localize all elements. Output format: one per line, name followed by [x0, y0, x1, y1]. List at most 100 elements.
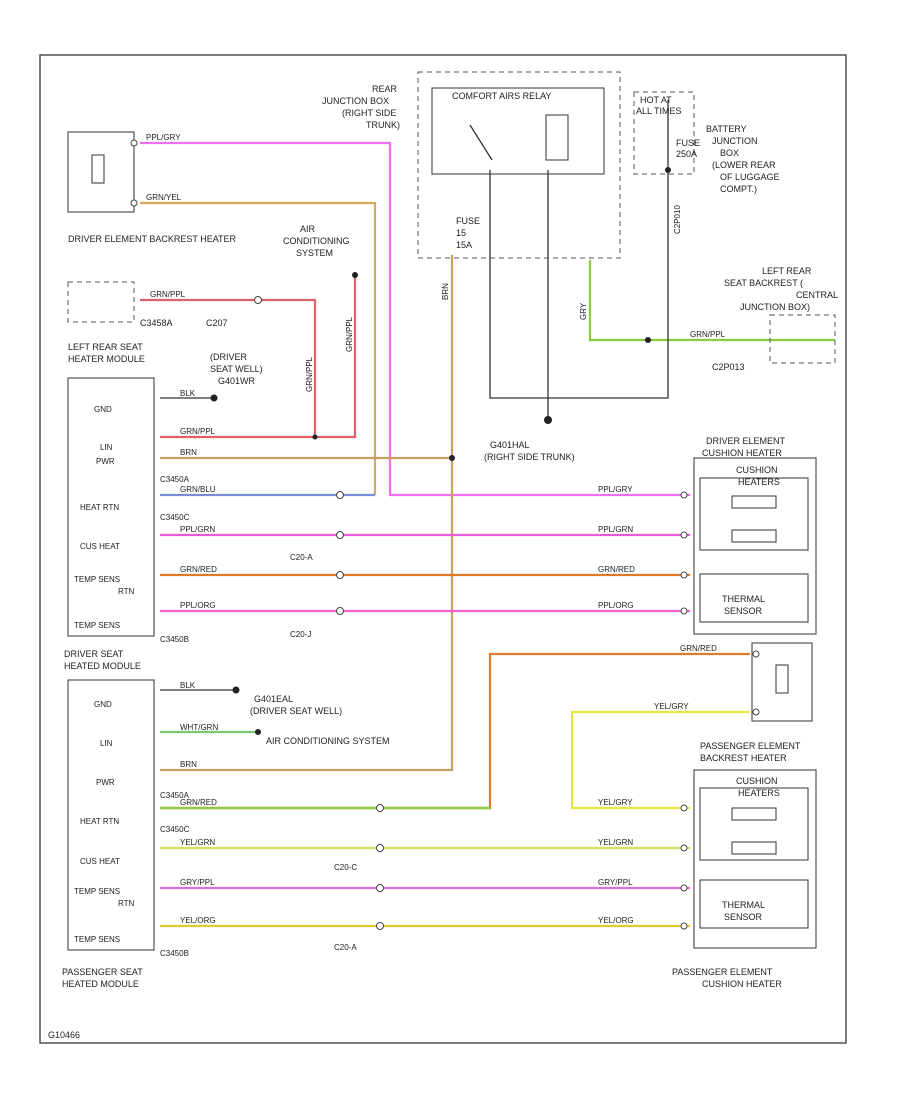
conn-c3450b-2: C3450B — [160, 949, 189, 958]
wl-blk-2: BLK — [180, 681, 196, 690]
pin-temp-sens-rtn-1a: TEMP SENS — [74, 575, 120, 584]
conn-c20-j: C20-J — [290, 630, 311, 639]
wl-grn-red-2: GRN/RED — [180, 798, 217, 807]
wl-ppl-grn-l: PPL/GRN — [180, 525, 215, 534]
driver-module-1: DRIVER SEAT — [64, 649, 124, 659]
conn-c3450a-1: C3450A — [160, 475, 190, 484]
driver-cushion-2: CUSHION HEATER — [702, 448, 782, 458]
wl-vert-c2p010: C2P010 — [673, 205, 682, 234]
rear-jb-1: REAR — [372, 84, 398, 94]
splice-battery — [665, 167, 671, 173]
wire-relay-green — [588, 260, 835, 342]
passenger-cushion-heaters — [699, 787, 809, 861]
pin-pwr-1: PWR — [96, 457, 115, 466]
fuse-15a-1: FUSE — [456, 216, 480, 226]
fuse-250a-1: FUSE — [676, 138, 700, 148]
driver-cushion-heaters-2: HEATERS — [738, 477, 780, 487]
wire-blk-relay-ground — [489, 170, 669, 399]
left-rear-seat-heater-module — [67, 377, 155, 637]
fuse-15a-2: 15 — [456, 228, 466, 238]
wl-blk-1: BLK — [180, 389, 196, 398]
pin-temp-sens-rtn-2b: RTN — [118, 899, 135, 908]
conn-c3450a-2: C3450A — [160, 791, 190, 800]
wire-grn-yel — [140, 201, 377, 495]
driver-backrest-element — [91, 154, 105, 184]
driver-cushion-element-2 — [731, 529, 777, 543]
pin-gnd-2: GND — [94, 700, 112, 709]
battery-jb-6: COMPT.) — [720, 184, 757, 194]
passenger-thermal-2: SENSOR — [724, 912, 763, 922]
wl-gry-ppl-r: GRY/PPL — [598, 878, 633, 887]
ac-dot-top — [352, 272, 358, 278]
passenger-backrest-2: BACKREST HEATER — [700, 753, 787, 763]
rear-jb-3: (RIGHT SIDE — [342, 108, 396, 118]
conn-c20-a: C20-A — [290, 553, 313, 562]
conn-c20-c: C20-C — [334, 863, 357, 872]
ground-dot-driver — [232, 686, 240, 694]
passenger-backrest-1: PASSENGER ELEMENT — [700, 741, 801, 751]
ground-trunk-1: G401HAL — [490, 440, 530, 450]
rear-jb-2: JUNCTION BOX — [322, 96, 389, 106]
left-rear-backrest-2: SEAT BACKREST ( — [724, 278, 803, 288]
splice-brn — [449, 455, 455, 461]
rear-jb-4: TRUNK) — [366, 120, 400, 130]
passenger-backrest-element — [775, 664, 789, 694]
driver-thermal-1: THERMAL — [722, 594, 765, 604]
wl-ppl-gry-top: PPL/GRY — [146, 133, 181, 142]
comfort-airs-relay — [431, 87, 605, 175]
passenger-module-2: HEATED MODULE — [62, 979, 139, 989]
hot-at-1: HOT AT — [640, 95, 672, 105]
connector-markers — [130, 139, 760, 930]
wl-grn-red-r: GRN/RED — [598, 565, 635, 574]
wl-ppl-org-r: PPL/ORG — [598, 601, 634, 610]
passenger-cushion-heater-box — [693, 769, 817, 949]
hot-at-2: ALL TIMES — [636, 106, 682, 116]
passenger-thermal-sensor — [699, 879, 809, 929]
wl-grn-ppl-right: GRN/PPL — [690, 330, 726, 339]
ac-system-mid: AIR CONDITIONING SYSTEM — [266, 736, 390, 746]
relay-label: COMFORT AIRS RELAY — [452, 91, 552, 101]
left-rear-module-dashed — [67, 281, 135, 323]
wire-grn-ppl-ac — [315, 275, 357, 439]
driver-thermal-2: SENSOR — [724, 606, 763, 616]
fuse-15a-3: 15A — [456, 240, 472, 250]
wire-grn-ppl — [140, 298, 317, 439]
pin-temp-sens-2: TEMP SENS — [74, 935, 120, 944]
driver-seat-well-2: SEAT WELL) — [210, 364, 263, 374]
wire-ppl-gry — [140, 141, 690, 497]
wl-yel-grn-r: YEL/GRN — [598, 838, 633, 847]
rear-junction-box — [417, 71, 621, 259]
battery-jb-3: BOX — [720, 148, 739, 158]
splice-green — [645, 337, 651, 343]
ground-dot-trunk — [544, 416, 552, 424]
connector-c207: C207 — [206, 318, 228, 328]
left-rear-backrest-3: CENTRAL — [796, 290, 838, 300]
battery-jb-4: (LOWER REAR — [712, 160, 776, 170]
wl-grn-ppl-lin: GRN/PPL — [180, 427, 216, 436]
driver-seat-heated-module — [67, 679, 155, 951]
driver-thermal-sensor — [699, 573, 809, 623]
pin-pwr-2: PWR — [96, 778, 115, 787]
passenger-cushion-heaters-2: HEATERS — [738, 788, 780, 798]
battery-junction-box — [633, 91, 695, 175]
driver-cushion-heaters — [699, 477, 809, 551]
battery-jb-5: OF LUGGAGE — [720, 172, 780, 182]
battery-jb-1: BATTERY — [706, 124, 747, 134]
pin-temp-sens-rtn-1b: RTN — [118, 587, 135, 596]
splice-lin — [312, 434, 318, 440]
left-rear-module-1: LEFT REAR SEAT — [68, 342, 143, 352]
wl-brn-pwr-2: BRN — [180, 760, 197, 769]
left-rear-module-2: HEATER MODULE — [68, 354, 145, 364]
driver-cushion-element-1 — [731, 495, 777, 509]
left-rear-backrest-4: JUNCTION BOX) — [740, 302, 810, 312]
relay-switch-arm — [469, 124, 493, 161]
wire-brn-vertical — [160, 255, 454, 772]
pin-cus-heat-1: CUS HEAT — [80, 542, 120, 551]
driver-module-2: HEATED MODULE — [64, 661, 141, 671]
wl-yel-gry-r: YEL/GRY — [598, 798, 633, 807]
left-rear-backrest-1: LEFT REAR — [762, 266, 812, 276]
pin-heat-rtn-1: HEAT RTN — [80, 503, 119, 512]
conn-c3450c-1: C3450C — [160, 513, 190, 522]
passenger-cushion-2: CUSHION HEATER — [702, 979, 782, 989]
wl-yel-org-l: YEL/ORG — [180, 916, 216, 925]
